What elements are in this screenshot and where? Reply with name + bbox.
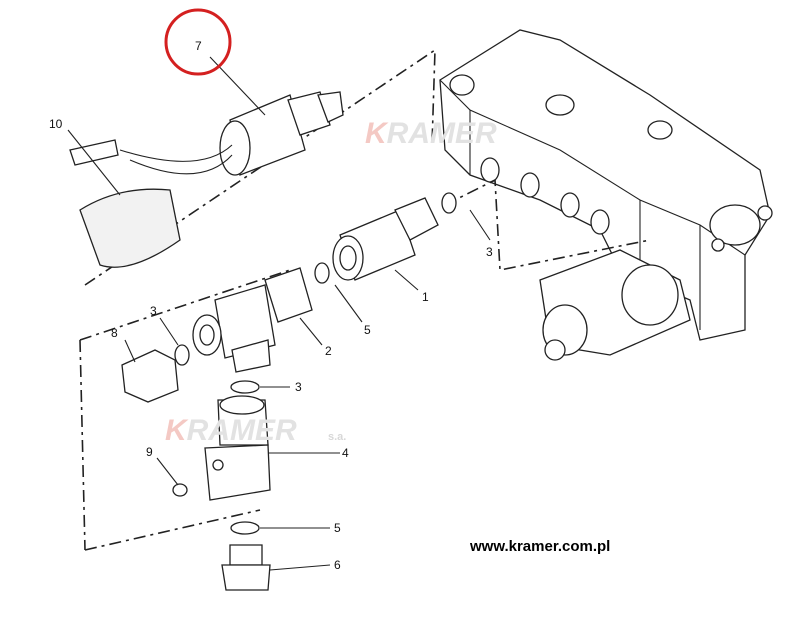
leader-lines: [67, 56, 491, 571]
callout-3: 3: [486, 245, 493, 259]
svg-text:KRAMER: KRAMER: [165, 414, 297, 447]
callout-8: 8: [111, 326, 118, 340]
website-url: www.kramer.com.pl: [470, 538, 611, 555]
callout-3: 3: [295, 380, 302, 394]
part-6-plug: [221, 544, 271, 591]
part-7-solenoid: [69, 91, 344, 176]
o-ring: [314, 262, 330, 284]
assembly-line: [84, 48, 436, 286]
callout-5: 5: [364, 323, 371, 337]
valve-block: [439, 29, 773, 361]
callout-9: 9: [146, 445, 153, 459]
assembly-line: [84, 509, 261, 551]
callout-10: 10: [49, 117, 63, 131]
highlight-circle: [164, 8, 232, 76]
part-2-elbow: [192, 267, 313, 373]
part-4-block: [204, 395, 271, 501]
o-ring: [174, 344, 190, 366]
callout-1: 1: [422, 290, 429, 304]
watermark-bottom: KRAMER s.a.: [165, 414, 346, 447]
part-10-cap: [79, 188, 181, 268]
part-1-fitting: [332, 197, 439, 281]
callout-4: 4: [342, 446, 349, 460]
o-ring: [230, 380, 260, 394]
part-8-cap: [121, 349, 179, 403]
o-ring: [441, 192, 457, 214]
watermark-top: KRAMER: [365, 117, 497, 150]
o-ring: [172, 483, 188, 497]
callout-3: 3: [150, 304, 157, 318]
svg-text:KRAMER: KRAMER: [365, 117, 497, 150]
callout-5: 5: [334, 521, 341, 535]
callout-2: 2: [325, 344, 332, 358]
o-ring: [230, 521, 260, 535]
callout-6: 6: [334, 558, 341, 572]
assembly-line: [79, 269, 291, 551]
assembly-line: [444, 178, 651, 271]
callout-7: 7: [195, 39, 202, 53]
svg-text:s.a.: s.a.: [328, 431, 346, 443]
